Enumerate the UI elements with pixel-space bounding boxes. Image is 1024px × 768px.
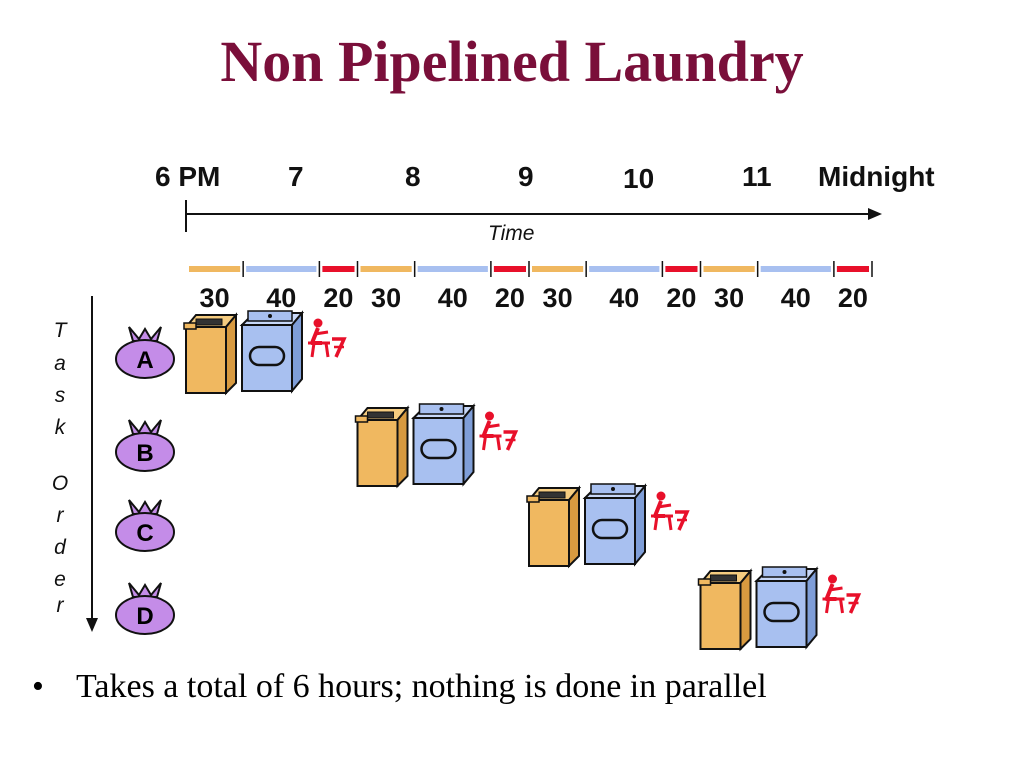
dryer-icon — [755, 565, 818, 649]
hour-label-9: 9 — [518, 161, 534, 192]
bag-letter: D — [136, 603, 153, 630]
task-row-C — [526, 482, 689, 567]
duration-label: 20 — [495, 283, 525, 313]
duration-label: 40 — [781, 283, 811, 313]
hour-label-8: 8 — [405, 161, 421, 192]
task-row-A — [183, 309, 346, 394]
washer-icon — [697, 570, 752, 650]
task-row-B — [354, 402, 518, 487]
folder-icon — [477, 409, 518, 452]
task-order-letter: T — [54, 319, 69, 342]
task-order-letter: e — [54, 568, 66, 591]
folder-icon — [649, 489, 689, 532]
hour-label-6pm: 6 PM — [155, 161, 220, 192]
duration-label: 40 — [438, 283, 468, 313]
hour-label-11: 11 — [742, 161, 772, 192]
bullet-text: Takes a total of 6 hours; nothing is don… — [76, 668, 767, 705]
slide-title: Non Pipelined Laundry — [220, 29, 804, 94]
task-order-letter: r — [57, 504, 65, 527]
duration-label: 20 — [666, 283, 696, 313]
task-order-letter: s — [55, 384, 66, 407]
time-axis-arrow — [185, 200, 882, 232]
task-order-axis — [86, 296, 98, 632]
task-order-letter: r — [57, 594, 65, 617]
folder-icon — [820, 572, 861, 615]
bag-letter: A — [136, 347, 153, 374]
task-order-letter: O — [52, 472, 68, 495]
laundry-bag-icon: D — [115, 582, 175, 635]
bag-letter: B — [136, 440, 153, 467]
hour-label-7: 7 — [288, 161, 304, 192]
task-bags: A B C D — [115, 326, 175, 635]
duration-label: 20 — [323, 283, 353, 313]
dryer-icon — [240, 309, 304, 393]
task-order-letter: a — [54, 352, 66, 375]
duration-segments — [189, 261, 873, 277]
folder-icon — [306, 316, 346, 359]
hour-label-10: 10 — [623, 163, 654, 194]
hour-label-midnight: Midnight — [818, 161, 935, 192]
washer-icon — [526, 487, 580, 567]
duration-label: 30 — [543, 283, 573, 313]
task-machines — [183, 309, 861, 650]
duration-label: 30 — [200, 283, 230, 313]
dryer-icon — [583, 482, 647, 566]
duration-label: 40 — [609, 283, 639, 313]
duration-label: 30 — [714, 283, 744, 313]
washer-icon — [183, 314, 237, 394]
washer-icon — [354, 407, 409, 487]
bullet-dot: • — [32, 668, 44, 705]
hour-labels: 6 PM 7 8 9 10 11 Midnight — [155, 161, 935, 194]
laundry-bag-icon: B — [115, 419, 175, 472]
dryer-icon — [412, 402, 475, 486]
time-axis-label: Time — [488, 222, 534, 245]
duration-label: 20 — [838, 283, 868, 313]
duration-label: 40 — [266, 283, 296, 313]
duration-label: 30 — [371, 283, 401, 313]
duration-labels: 30 40 20 30 40 20 30 40 20 30 40 20 — [200, 283, 868, 313]
task-order-letter: d — [54, 536, 67, 559]
bullet-point: • Takes a total of 6 hours; nothing is do… — [32, 668, 992, 706]
bag-letter: C — [136, 520, 153, 547]
task-order-letter: k — [55, 416, 67, 439]
task-row-D — [697, 565, 861, 650]
laundry-bag-icon: A — [115, 326, 175, 379]
laundry-bag-icon: C — [115, 499, 175, 552]
